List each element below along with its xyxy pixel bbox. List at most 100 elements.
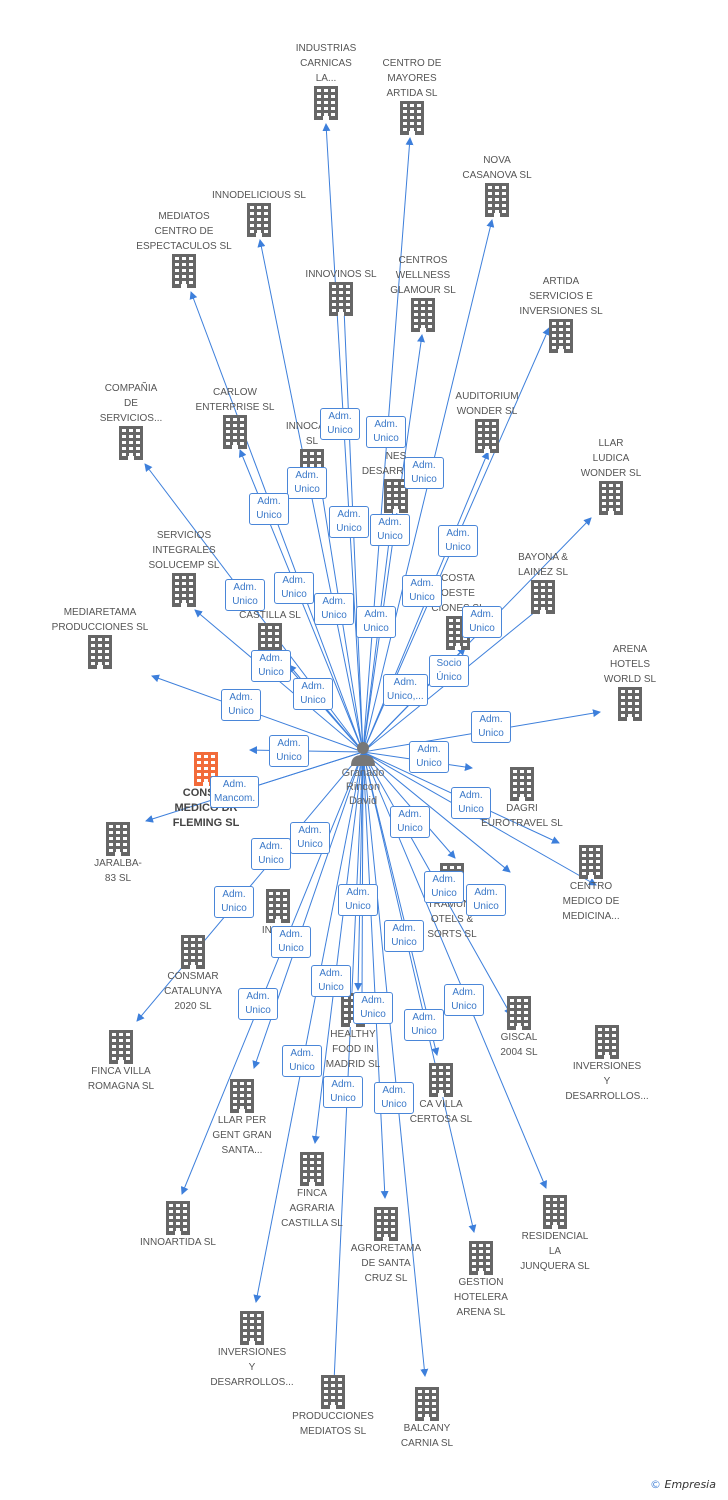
person-name: Granado Rincon David [341,767,385,807]
company-label: INNOCASA SL [285,421,339,447]
company-node-artida-servicios[interactable]: ARTIDA SERVICIOS E INVERSIONES SL [496,274,626,353]
company-node-consultorio-fleming[interactable]: CONSUL MEDICO DR FLEMING SL [141,752,271,831]
relation-label[interactable]: Adm. Unico [404,457,444,489]
relation-label[interactable]: Adm. Unico [390,806,430,838]
company-node-centro-mayores-artida[interactable]: CENTRO DE MAYORES ARTIDA SL [347,56,477,135]
company-node-centro-medico-medicina[interactable]: CENTRO MEDICO DE MEDICINA... [526,845,656,924]
building-icon [399,101,425,135]
company-label: CA VILLA CERTOSA SL [409,1099,473,1125]
building-icon [506,996,532,1030]
company-node-consmar-catalunya[interactable]: CONSMAR CATALUNYA 2020 SL [128,935,258,1014]
relation-label[interactable]: Adm. Unico [384,920,424,952]
relation-label[interactable]: Socio Único [429,655,469,687]
relation-label[interactable]: Adm. Unico [370,514,410,546]
relation-label[interactable]: Adm. Unico [466,884,506,916]
company-node-servicios-integrales[interactable]: SERVICIOS INTEGRALES SOLUCEMP SL [119,528,249,607]
brand-name: Empresia [664,1478,716,1491]
relation-label[interactable]: Adm. Mancom. [210,776,260,808]
relation-label[interactable]: Adm. Unico [409,741,449,773]
relation-label[interactable]: Adm. Unico [249,493,289,525]
relation-label[interactable]: Adm. Unico [438,525,478,557]
relation-label[interactable]: Adm. Unico [293,678,333,710]
company-node-producciones-mediatos[interactable]: PRODUCCIONES MEDIATOS SL [268,1375,398,1439]
company-node-arena-hotels[interactable]: ARENA HOTELS WORLD SL [565,642,695,721]
relation-label[interactable]: Adm. Unico [366,416,406,448]
company-node-finca-villa-romagna[interactable]: FINCA VILLA ROMAGNA SL [56,1030,186,1094]
company-label: CARLOW ENTERPRISE SL [195,387,275,413]
relation-label[interactable]: Adm. Unico [323,1076,363,1108]
company-node-finca-villa-certosa[interactable]: CA VILLA CERTOSA SL [376,1063,506,1127]
company-label: ARTIDA SERVICIOS E INVERSIONES SL [519,276,603,317]
company-node-innoartida[interactable]: INNOARTIDA SL [113,1201,243,1250]
company-node-nova-casanova[interactable]: NOVA CASANOVA SL [432,153,562,217]
relation-edge [180,751,364,1195]
relation-label[interactable]: Adm. Unico [320,408,360,440]
company-label: INVERSIONES Y DESARROLLOS... [565,1061,649,1102]
relation-label[interactable]: Adm. Unico [329,506,369,538]
company-node-agroretama[interactable]: AGRORETAMA DE SANTA CRUZ SL [321,1207,451,1286]
company-label: DAGRI EUROTRAVEL SL [481,803,563,829]
company-label: FINCA AGRARIA CASTILLA SL [281,1188,343,1229]
company-node-auditorium-wonder[interactable]: AUDITORIUM WONDER SL [422,389,552,453]
footer-brand: © Empresia [650,1478,716,1491]
relation-label[interactable]: Adm. Unico [471,711,511,743]
relation-label[interactable]: Adm. Unico [271,926,311,958]
company-node-llar-ludica[interactable]: LLAR LUDICA WONDER SL [546,436,676,515]
building-icon [222,415,248,449]
company-node-bayona-lainez[interactable]: BAYONA & LAINEZ SL [478,550,608,614]
relation-label[interactable]: Adm. Unico [424,871,464,903]
company-node-industrias-carnicas[interactable]: INDUSTRIAS CARNICAS LA... [261,41,391,120]
company-node-balcany-carnia[interactable]: BALCANY CARNIA SL [362,1387,492,1451]
company-node-inversiones-desarrollos-1[interactable]: INVERSIONES Y DESARROLLOS... [542,1025,672,1104]
building-icon [578,845,604,879]
company-label: NES DESARROLLO [361,451,431,477]
company-node-llar-per-gent[interactable]: LLAR PER GENT GRAN SANTA... [177,1079,307,1158]
company-node-carlow-enterprise[interactable]: CARLOW ENTERPRISE SL [170,385,300,449]
relation-label[interactable]: Adm. Unico [238,988,278,1020]
company-node-inversiones-desarrollos-2[interactable]: INVERSIONES Y DESARROLLOS... [187,1311,317,1390]
relation-label[interactable]: Adm. Unico [314,593,354,625]
relation-label[interactable]: Adm. Unico [404,1009,444,1041]
relation-label[interactable]: Adm. Unico [356,606,396,638]
relation-label[interactable]: Adm. Unico [402,575,442,607]
relation-label[interactable]: Adm. Unico [282,1045,322,1077]
building-icon [313,86,339,120]
company-node-mediatos-centro[interactable]: MEDIATOS CENTRO DE ESPECTACULOS SL [119,209,249,288]
relation-label[interactable]: Adm. Unico [374,1082,414,1114]
relation-label[interactable]: Adm. Unico [311,965,351,997]
company-node-gestion-hotelera[interactable]: GESTION HOTELERA ARENA SL [416,1241,546,1320]
company-node-innodelicious[interactable]: INNODELICIOUS SL [194,188,324,237]
company-node-jaralba[interactable]: JARALBA- 83 SL [53,822,183,886]
company-node-compania-servicios[interactable]: COMPAÑIA DE SERVICIOS... [66,381,196,460]
company-node-innovinos[interactable]: INNOVINOS SL [276,267,406,316]
relation-label[interactable]: Adm. Unico [251,650,291,682]
relation-label[interactable]: Adm. Unico [451,787,491,819]
relation-label[interactable]: Adm. Unico [225,579,265,611]
relation-label[interactable]: Adm. Unico [290,822,330,854]
company-node-residencial-junquera[interactable]: RESIDENCIAL LA JUNQUERA SL [490,1195,620,1274]
relation-label[interactable]: Adm. Unico [353,992,393,1024]
relation-label[interactable]: Adm. Unico [338,884,378,916]
relation-label[interactable]: Adm. Unico [221,689,261,721]
company-node-finca-agraria[interactable]: FINCA AGRARIA CASTILLA SL [247,1152,377,1231]
company-label: GISCAL 2004 SL [500,1032,538,1058]
relation-label[interactable]: Adm. Unico [444,984,484,1016]
company-node-mediaretama[interactable]: MEDIARETAMA PRODUCCIONES SL [35,605,165,669]
person-node[interactable]: Granado Rincon David [335,740,391,808]
relation-label[interactable]: Adm. Unico [269,735,309,767]
relation-label[interactable]: Adm. Unico,... [383,674,428,706]
company-node-dagri-eurotravel[interactable]: DAGRI EUROTRAVEL SL [457,767,587,831]
building-icon [171,573,197,607]
relation-label[interactable]: Adm. Unico [274,572,314,604]
company-label: CENTROS WELLNESS GLAMOUR SL [390,255,456,296]
company-node-centros-wellness[interactable]: CENTROS WELLNESS GLAMOUR SL [358,253,488,332]
building-icon [180,935,206,969]
relation-label[interactable]: Adm. Unico [214,886,254,918]
building-icon [328,282,354,316]
relation-label[interactable]: Adm. Unico [287,467,327,499]
relation-label[interactable]: Adm. Unico [462,606,502,638]
company-node-giscal[interactable]: GISCAL 2004 SL [454,996,584,1060]
building-icon [542,1195,568,1229]
company-label: SERVICIOS INTEGRALES SOLUCEMP SL [148,530,220,571]
relation-label[interactable]: Adm. Unico [251,838,291,870]
